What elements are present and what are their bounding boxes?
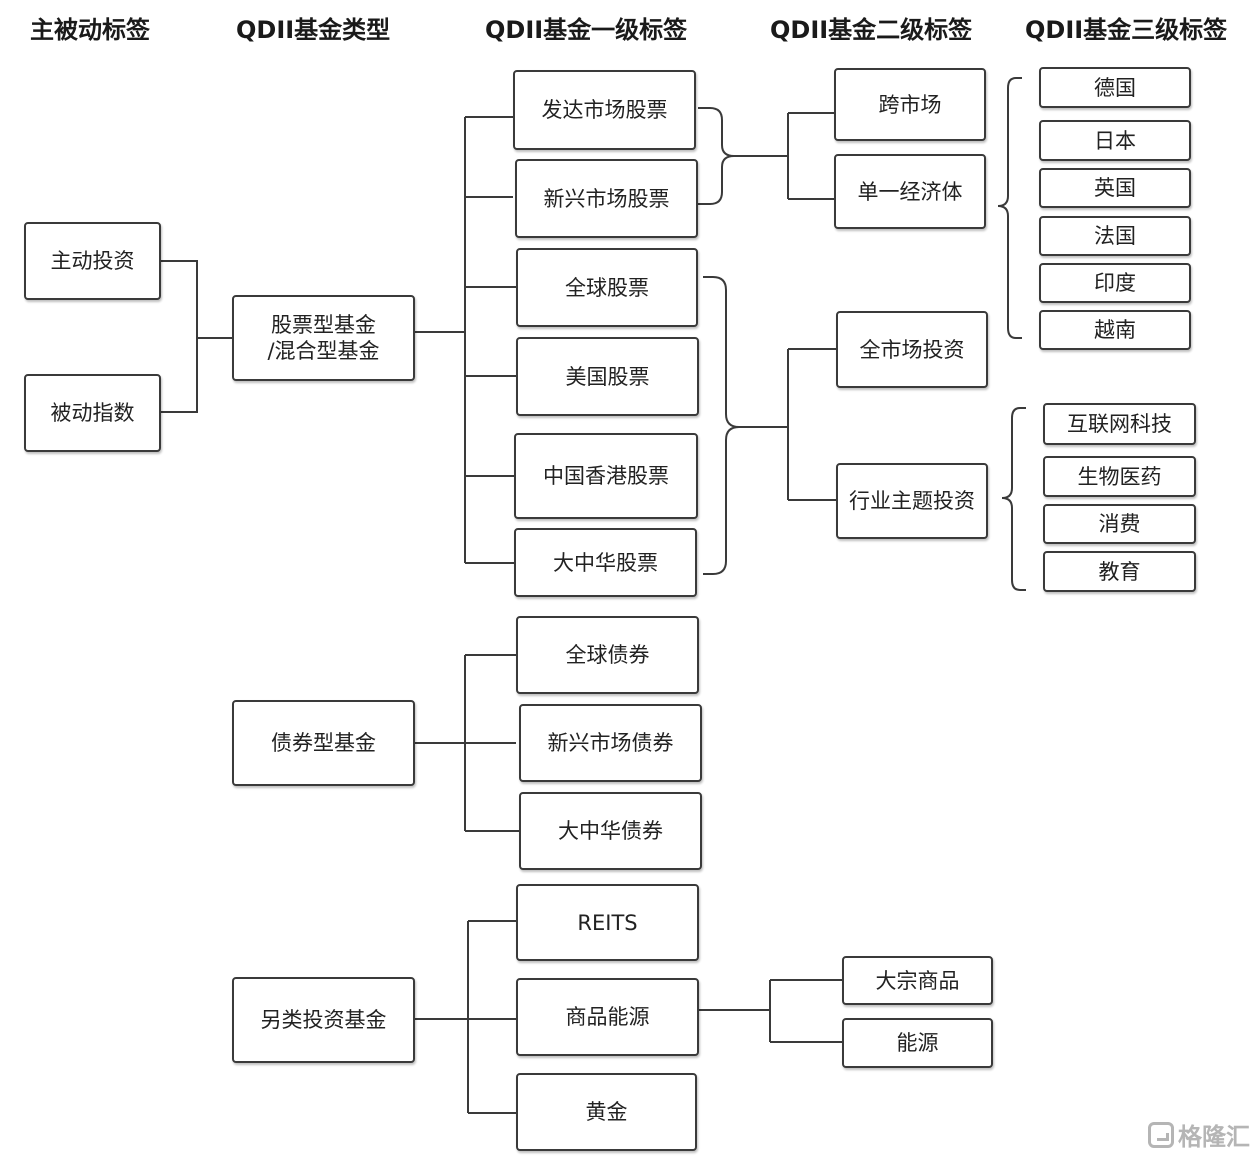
node-alternative-fund: 另类投资基金 bbox=[232, 977, 415, 1063]
node-sector-education: 教育 bbox=[1043, 551, 1196, 592]
brace-sectors bbox=[1001, 407, 1026, 591]
node-country-germany: 德国 bbox=[1039, 67, 1191, 108]
node-country-japan: 日本 bbox=[1039, 120, 1191, 161]
link-bond-to-level1 bbox=[414, 654, 519, 832]
node-bond-fund: 债券型基金 bbox=[232, 700, 415, 786]
node-bulk-commodity: 大宗商品 bbox=[842, 956, 993, 1005]
link-brace-to-all-sector bbox=[739, 348, 836, 501]
link-alt-to-level1 bbox=[414, 920, 516, 1114]
node-greater-china-bond: 大中华债券 bbox=[519, 792, 702, 870]
node-sector-biomedicine: 生物医药 bbox=[1043, 456, 1196, 497]
link-commodity-to-level2 bbox=[698, 979, 842, 1043]
node-equity-mixed-fund: 股票型基金 /混合型基金 bbox=[232, 295, 415, 381]
node-cross-market: 跨市场 bbox=[834, 68, 986, 141]
node-single-economy: 单一经济体 bbox=[834, 154, 986, 229]
node-emerging-market-bond: 新兴市场债券 bbox=[519, 704, 702, 782]
node-greater-china-equity: 大中华股票 bbox=[514, 528, 697, 597]
node-sector-internet-tech: 互联网科技 bbox=[1043, 403, 1196, 445]
header-level1: QDII基金一级标签 bbox=[485, 16, 688, 44]
node-passive-index: 被动指数 bbox=[24, 374, 161, 452]
header-level2: QDII基金二级标签 bbox=[770, 16, 973, 44]
node-us-equity: 美国股票 bbox=[516, 337, 699, 416]
header-level3: QDII基金三级标签 bbox=[1025, 16, 1228, 44]
node-all-market-investment: 全市场投资 bbox=[836, 311, 988, 388]
node-country-uk: 英国 bbox=[1039, 168, 1191, 208]
node-sector-consumption: 消费 bbox=[1043, 504, 1196, 544]
watermark: 格隆汇 bbox=[1148, 1117, 1250, 1152]
node-commodity-energy: 商品能源 bbox=[516, 978, 699, 1056]
node-country-vietnam: 越南 bbox=[1039, 310, 1191, 350]
header-fund-type: QDII基金类型 bbox=[236, 16, 391, 44]
gelonghui-logo-icon bbox=[1148, 1121, 1174, 1148]
header-active-passive: 主被动标签 bbox=[30, 16, 150, 44]
node-hk-equity: 中国香港股票 bbox=[514, 433, 698, 519]
brace-countries bbox=[997, 77, 1022, 339]
brace-developed-emerging bbox=[698, 107, 735, 205]
node-energy: 能源 bbox=[842, 1018, 993, 1068]
node-country-france: 法国 bbox=[1039, 216, 1191, 256]
node-global-equity: 全球股票 bbox=[516, 248, 698, 327]
node-sector-theme-investment: 行业主题投资 bbox=[836, 463, 988, 539]
node-emerging-market-equity: 新兴市场股票 bbox=[515, 159, 698, 238]
node-reits: REITS bbox=[516, 884, 699, 961]
link-col1-to-equity bbox=[160, 260, 233, 413]
node-developed-market-equity: 发达市场股票 bbox=[513, 70, 696, 150]
brace-global-equities bbox=[703, 276, 740, 575]
node-active-investment: 主动投资 bbox=[24, 222, 161, 300]
link-brace-to-cross-single bbox=[734, 112, 834, 200]
node-gold: 黄金 bbox=[516, 1073, 697, 1151]
link-equity-to-level1 bbox=[414, 116, 516, 564]
node-global-bond: 全球债券 bbox=[516, 616, 699, 694]
node-country-india: 印度 bbox=[1039, 263, 1191, 303]
watermark-text: 格隆汇 bbox=[1178, 1123, 1250, 1151]
